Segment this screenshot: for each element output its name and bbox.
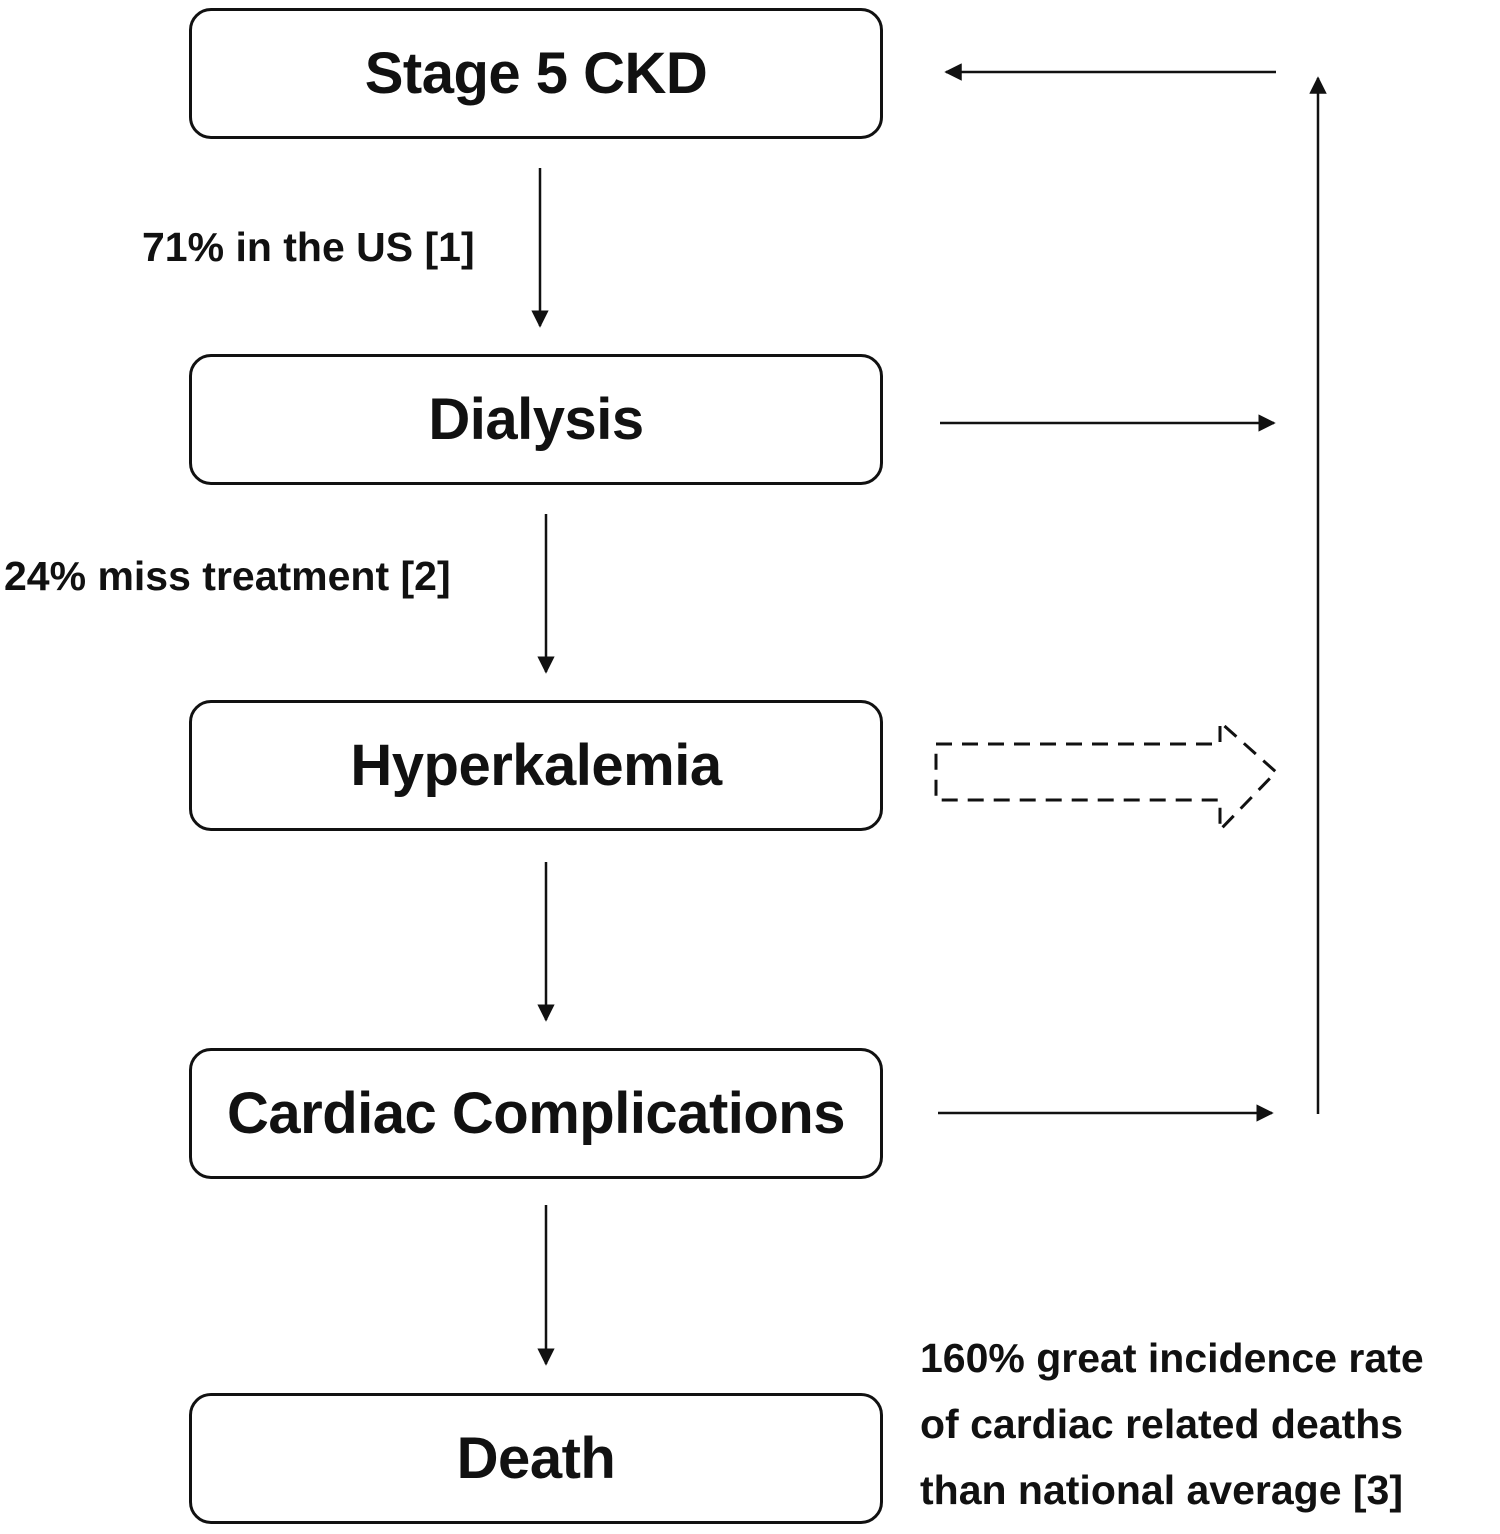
node-stage5-ckd: Stage 5 CKD bbox=[189, 8, 883, 139]
death-note-line-1: 160% great incidence rate bbox=[920, 1335, 1424, 1381]
node-hyperkalemia: Hyperkalemia bbox=[189, 700, 883, 831]
edge-label-stage5-to-dialysis: 71% in the US [1] bbox=[142, 224, 475, 270]
node-death: Death bbox=[189, 1393, 883, 1524]
node-cardiac-complications: Cardiac Complications bbox=[189, 1048, 883, 1179]
edge-label-dialysis-to-hyperkalemia: 24% miss treatment [2] bbox=[4, 553, 451, 599]
node-dialysis: Dialysis bbox=[189, 354, 883, 485]
dashed-arrow-hyperkalemia bbox=[934, 718, 1279, 834]
death-note: 160% great incidence rate of cardiac rel… bbox=[920, 1325, 1500, 1523]
death-note-line-3: than national average [3] bbox=[920, 1467, 1404, 1513]
death-note-line-2: of cardiac related deaths bbox=[920, 1401, 1404, 1447]
